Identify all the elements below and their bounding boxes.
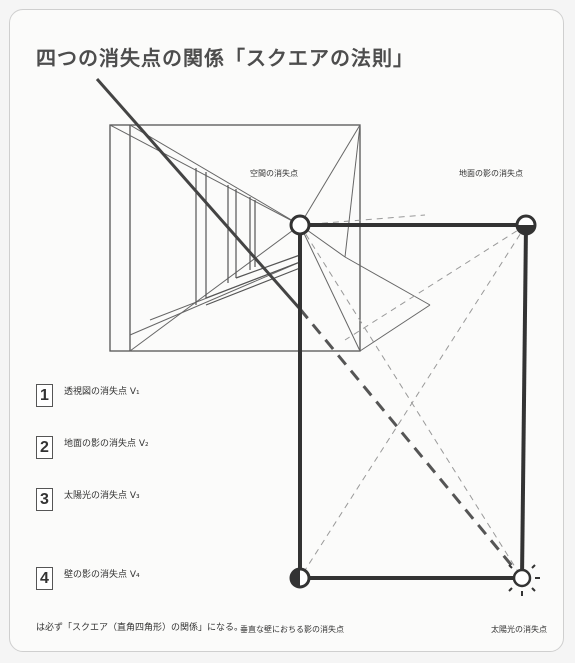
guide-lines [299, 214, 527, 579]
floor-strips [205, 254, 301, 306]
ground-shadow-vp-label: 地面の影の消失点 [459, 169, 523, 178]
shadow-wedge [299, 124, 431, 352]
legend-item-1: 1 透視図の消失点 V₁ [36, 384, 296, 414]
legend-label: 壁の影の消失点 V₄ [64, 570, 140, 580]
legend-item-3: 3 太陽光の消失点 V₃ [36, 488, 296, 518]
space-vp-label: 空間の消失点 [250, 169, 298, 178]
sunlight-vp-label: 太陽光の消失点 [491, 625, 547, 634]
legend-number: 1 [36, 384, 53, 407]
sun-ray-line [95, 78, 302, 310]
legend-item-4: 4 壁の影の消失点 V₄ [36, 567, 296, 597]
footer-note: は必ず「スクエア（直角四角形）の関係」になる。 [36, 623, 244, 633]
diagram-card [9, 9, 564, 652]
sun-ray-dashed [298, 308, 524, 579]
legend-number: 4 [36, 567, 53, 590]
wall-shadow-vp-label: 垂直な壁におちる影の消失点 [240, 625, 344, 634]
legend-label: 太陽光の消失点 V₃ [64, 491, 140, 501]
corridor-panels [195, 168, 256, 305]
space-vp-marker [289, 214, 311, 236]
room-frame [109, 124, 361, 352]
legend-number: 3 [36, 488, 53, 511]
legend-number: 2 [36, 436, 53, 459]
legend-label: 地面の影の消失点 V₂ [64, 439, 149, 449]
sun-icon [504, 560, 540, 596]
corridor-lines [109, 124, 361, 352]
wall-shadow-vp-marker [289, 567, 311, 589]
page-title: 四つの消失点の関係「スクエアの法則」 [36, 46, 414, 70]
vanishing-square [298, 223, 528, 580]
legend-label: 透視図の消失点 V₁ [64, 387, 140, 397]
ground-shadow-vp-marker [515, 214, 537, 236]
legend-item-2: 2 地面の影の消失点 V₂ [36, 436, 296, 466]
